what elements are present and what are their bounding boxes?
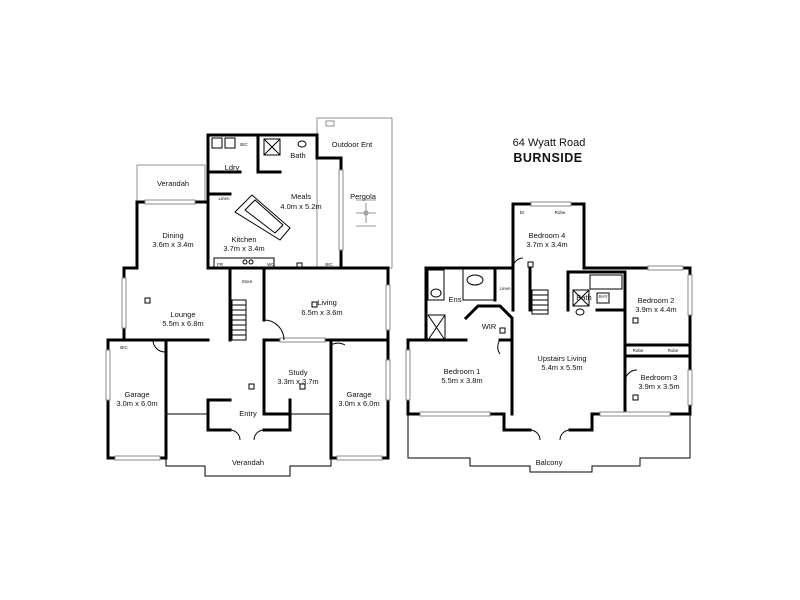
fixture-label: Store bbox=[242, 279, 253, 284]
fixture-label: Linen bbox=[218, 196, 230, 201]
fixture-label: Dr bbox=[520, 210, 525, 215]
room-label: Upstairs Living bbox=[537, 354, 586, 363]
room-label: Outdoor Ent bbox=[332, 140, 373, 149]
room-size: 3.0m x 6.0m bbox=[338, 399, 379, 408]
room-label: Verandah bbox=[232, 458, 264, 467]
room-label: Bath bbox=[290, 151, 305, 160]
room-size: 3.0m x 6.0m bbox=[116, 399, 157, 408]
room-label: Balcony bbox=[536, 458, 563, 467]
room-label: WIR bbox=[482, 322, 497, 331]
address-title: 64 Wyatt Road bbox=[513, 137, 586, 149]
fixture-label: Robe bbox=[555, 210, 566, 215]
room-label: Garage bbox=[124, 390, 149, 399]
room-label: Study bbox=[288, 368, 307, 377]
fixture-label: SHY bbox=[598, 294, 607, 299]
room-label: Ens bbox=[449, 295, 462, 304]
ground-floor-plan bbox=[105, 117, 393, 477]
fixture-label: BIC bbox=[120, 345, 128, 350]
room-label: Ldry bbox=[225, 163, 240, 172]
room-label: Kitchen bbox=[231, 235, 256, 244]
room-label: Dining bbox=[162, 231, 183, 240]
fixture-label: WO bbox=[267, 262, 275, 267]
room-size: 3.6m x 3.4m bbox=[152, 240, 193, 249]
room-size: 3.3m x 3.7m bbox=[277, 377, 318, 386]
fixture-label: Robe bbox=[668, 348, 679, 353]
room-label: Verandah bbox=[157, 179, 189, 188]
room-size: 6.5m x 3.6m bbox=[301, 308, 342, 317]
fixture-label: FR bbox=[217, 262, 224, 267]
room-size: 5.4m x 5.5m bbox=[541, 363, 582, 372]
fixture-label: Linen bbox=[499, 286, 511, 291]
upper-floor-plan bbox=[405, 201, 693, 473]
room-size: 5.5m x 6.8m bbox=[162, 319, 203, 328]
room-label: Bedroom 3 bbox=[641, 373, 678, 382]
room-label: Bedroom 4 bbox=[529, 231, 566, 240]
room-label: Bedroom 1 bbox=[444, 367, 481, 376]
room-size: 3.7m x 3.4m bbox=[526, 240, 567, 249]
room-label: Entry bbox=[239, 409, 257, 418]
room-size: 4.0m x 5.2m bbox=[280, 202, 321, 211]
room-label: Living bbox=[317, 298, 337, 307]
suburb-title: BURNSIDE bbox=[513, 151, 582, 165]
fixture-label: BIC bbox=[325, 262, 333, 267]
room-size: 5.5m x 3.8m bbox=[441, 376, 482, 385]
room-size: 3.9m x 3.5m bbox=[638, 382, 679, 391]
room-size: 3.7m x 3.4m bbox=[223, 244, 264, 253]
room-label: Meals bbox=[291, 192, 311, 201]
room-label: Bath bbox=[576, 293, 591, 302]
room-label: Pergola bbox=[350, 192, 377, 201]
room-label: Bedroom 2 bbox=[638, 296, 675, 305]
room-label: Lounge bbox=[170, 310, 195, 319]
fixture-label: Robe bbox=[633, 348, 644, 353]
fixture-label: BIC bbox=[240, 142, 248, 147]
room-size: 3.9m x 4.4m bbox=[635, 305, 676, 314]
room-label: Garage bbox=[346, 390, 371, 399]
